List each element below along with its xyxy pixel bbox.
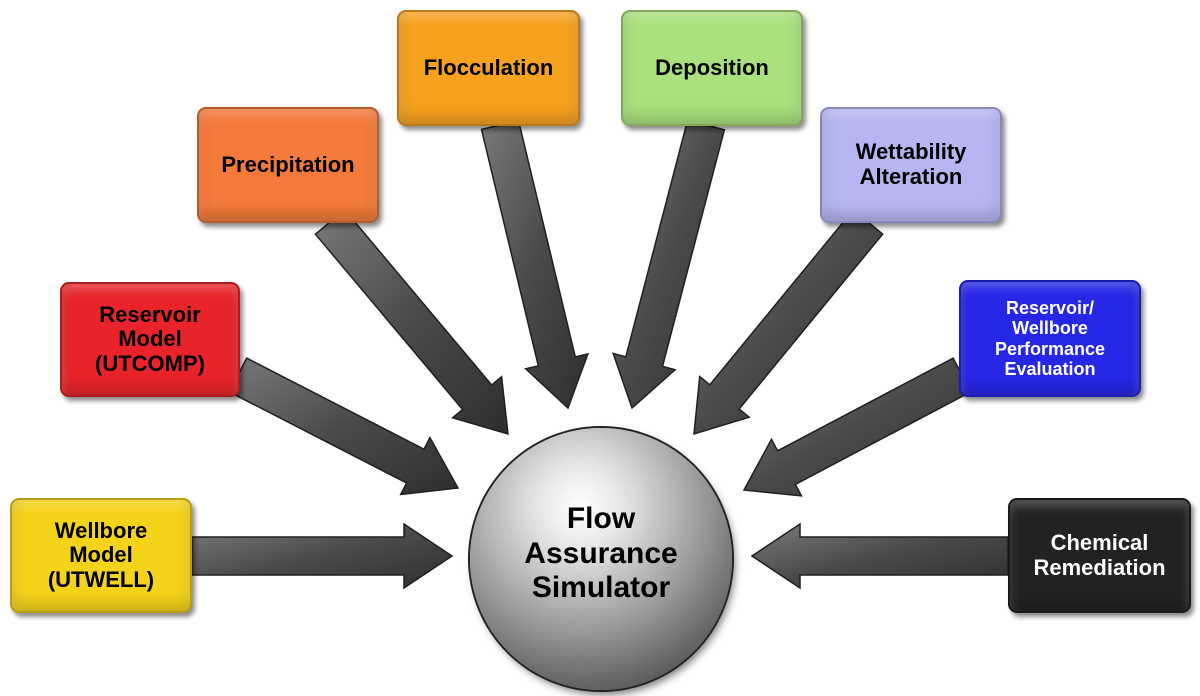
wettability-alteration-box: Wettability Alteration bbox=[820, 107, 1002, 223]
deposition-label: Deposition bbox=[655, 54, 769, 80]
arrow-wellbore bbox=[191, 522, 454, 590]
deposition-box: Deposition bbox=[621, 10, 803, 126]
arrow-precipitation bbox=[314, 208, 509, 436]
chemical-remediation-label: Chemical Remediation bbox=[1033, 529, 1166, 580]
arrow-deposition bbox=[612, 119, 726, 410]
flow-assurance-simulator-label: Flow Assurance Simulator bbox=[524, 502, 678, 605]
arrow-flocculation bbox=[480, 119, 590, 410]
arrow-wettability bbox=[693, 208, 884, 436]
performance-evaluation-box: Reservoir/ Wellbore Performance Evaluati… bbox=[959, 280, 1141, 397]
reservoir-model-label: Reservoir Model (UTCOMP) bbox=[95, 301, 205, 376]
arrow-reservoir bbox=[228, 357, 460, 496]
performance-evaluation-label: Reservoir/ Wellbore Performance Evaluati… bbox=[994, 298, 1106, 379]
arrow-performance bbox=[742, 357, 972, 497]
precipitation-box: Precipitation bbox=[197, 107, 379, 223]
wettability-alteration-label: Wettability Alteration bbox=[855, 139, 967, 189]
flow-assurance-simulator-sphere: Flow Assurance Simulator bbox=[470, 428, 732, 690]
wellbore-model-label: Wellbore Model (UTWELL) bbox=[47, 517, 155, 592]
chemical-remediation-box: Chemical Remediation bbox=[1008, 498, 1191, 613]
arrow-chemical bbox=[750, 522, 1009, 590]
reservoir-model-box: Reservoir Model (UTCOMP) bbox=[60, 282, 240, 397]
precipitation-label: Precipitation bbox=[221, 151, 355, 177]
wellbore-model-box: Wellbore Model (UTWELL) bbox=[10, 498, 192, 613]
flocculation-label: Flocculation bbox=[423, 54, 554, 80]
flocculation-box: Flocculation bbox=[397, 10, 580, 126]
